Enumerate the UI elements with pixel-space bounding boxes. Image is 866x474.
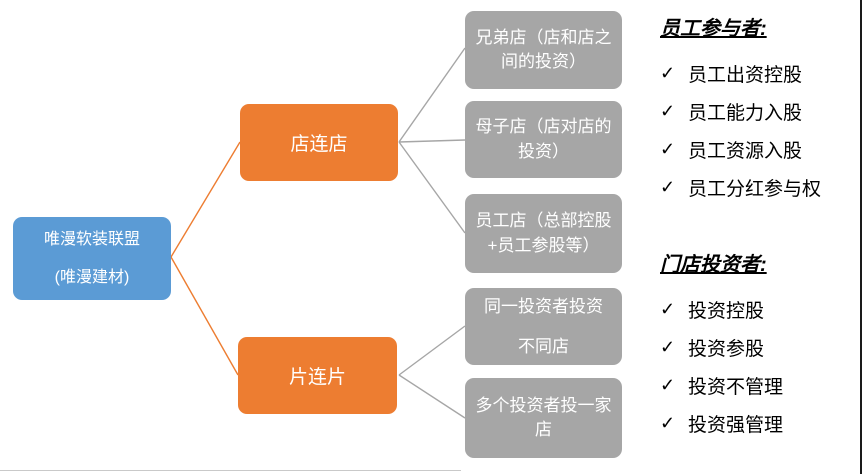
legend-item: ✓ 投资控股 xyxy=(660,290,862,328)
legend-item-label: 投资强管理 xyxy=(688,414,784,436)
legend-item-label: 员工能力入股 xyxy=(688,102,803,124)
legend-item-label: 员工资源入股 xyxy=(688,140,803,162)
root-node-alliance: 唯漫软装联盟 (唯漫建材) xyxy=(13,217,171,300)
legend-item-label: 投资不管理 xyxy=(688,376,784,398)
check-icon: ✓ xyxy=(660,412,676,433)
legend-title-employee: 员工参与者: xyxy=(660,18,767,40)
leaf-node-mother-child-store: 母子店（店对店的 投资） xyxy=(465,101,622,178)
connector-root-branch2 xyxy=(170,256,239,376)
connector-branch1-leaf2 xyxy=(398,139,466,143)
legend-item: ✓ 员工能力入股 xyxy=(660,92,862,130)
check-icon: ✓ xyxy=(660,298,676,319)
check-icon: ✓ xyxy=(660,62,676,83)
check-icon: ✓ xyxy=(660,374,676,395)
connector-branch1-leaf1 xyxy=(398,47,466,143)
branch-node-area-to-area: 片连片 xyxy=(238,337,397,414)
legend-items-investor: ✓ 投资控股 ✓ 投资参股 ✓ 投资不管理 ✓ 投资强管理 xyxy=(660,290,862,442)
leaf-node-employee-store: 员工店（总部控股 +员工参股等） xyxy=(465,194,622,273)
legend-title-investor: 门店投资者: xyxy=(660,254,767,276)
connector-branch2-leaf5 xyxy=(398,374,466,419)
legend-item-label: 员工分红参与权 xyxy=(688,178,822,200)
check-icon: ✓ xyxy=(660,176,676,197)
connector-branch2-leaf4 xyxy=(398,325,466,376)
legend-item: ✓ 投资强管理 xyxy=(660,404,862,442)
leaf-node-brother-store: 兄弟店（店和店之 间的投资） xyxy=(465,11,622,89)
legend-item: ✓ 员工出资控股 xyxy=(660,54,862,92)
legend-item-label: 投资参股 xyxy=(688,338,765,360)
legend-section-investor: 门店投资者: ✓ 投资控股 ✓ 投资参股 ✓ 投资不管理 ✓ 投资强管理 xyxy=(660,250,862,442)
legend-item-label: 投资控股 xyxy=(688,300,765,322)
legend-section-employee: 员工参与者: ✓ 员工出资控股 ✓ 员工能力入股 ✓ 员工资源入股 ✓ 员工分红… xyxy=(660,14,862,206)
legend-item-label: 员工出资控股 xyxy=(688,64,803,86)
branch-node-store-to-store: 店连店 xyxy=(240,104,398,181)
legend-item: ✓ 员工资源入股 xyxy=(660,130,862,168)
legend-items-employee: ✓ 员工出资控股 ✓ 员工能力入股 ✓ 员工资源入股 ✓ 员工分红参与权 xyxy=(660,54,862,206)
check-icon: ✓ xyxy=(660,100,676,121)
connector-root-branch1 xyxy=(170,141,241,258)
bottom-border-line xyxy=(0,470,461,471)
check-icon: ✓ xyxy=(660,336,676,357)
leaf-node-same-investor: 同一投资者投资 不同店 xyxy=(465,288,622,365)
connector-branch1-leaf3 xyxy=(398,141,466,234)
leaf-node-multi-investor: 多个投资者投一家 店 xyxy=(465,378,622,458)
right-border-line xyxy=(860,0,862,474)
check-icon: ✓ xyxy=(660,138,676,159)
legend-item: ✓ 员工分红参与权 xyxy=(660,168,862,206)
legend-item: ✓ 投资不管理 xyxy=(660,366,862,404)
legend-item: ✓ 投资参股 xyxy=(660,328,862,366)
